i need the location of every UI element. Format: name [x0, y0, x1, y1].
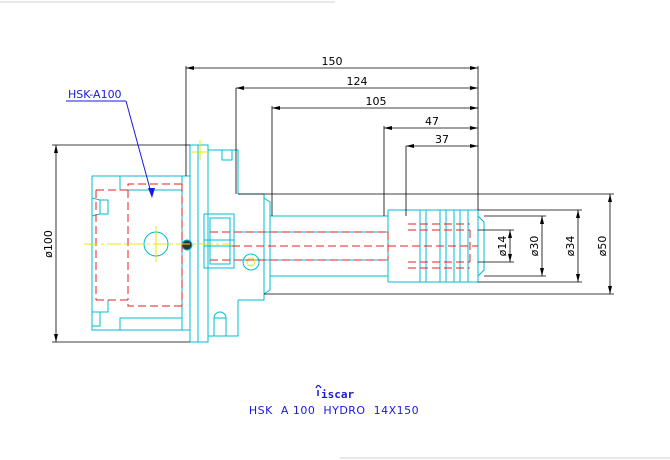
dim-47-label: 47: [425, 115, 439, 128]
logo-wordmark: iscar: [321, 388, 354, 401]
drawing-caption: HSK A 100 HYDRO 14X150: [249, 404, 419, 417]
callout-leader: [125, 100, 153, 197]
dim-105-label: 105: [366, 95, 387, 108]
dimension-arrowheads: [54, 66, 612, 342]
dim-dia-50-label: ø50: [596, 236, 609, 257]
dimension-lines: [52, 66, 614, 343]
dim-dia-100-label: ø100: [42, 230, 55, 258]
dim-37-label: 37: [435, 133, 449, 146]
dim-150-label: 150: [322, 55, 343, 68]
callout-arrowhead: [148, 188, 155, 198]
hsk-taper-outline: [91, 144, 485, 343]
datum-point: [181, 239, 193, 251]
dim-124-label: 124: [347, 75, 368, 88]
hsk-callout-label: HSK-A100: [68, 88, 122, 101]
dim-dia-30-label: ø30: [528, 236, 541, 257]
centerlines: [84, 140, 232, 262]
dim-dia-34-label: ø34: [564, 236, 577, 257]
iscar-logo-icon: iscar: [315, 384, 354, 401]
coolant-port-circle: [242, 253, 260, 271]
coolant-port-inner: [246, 257, 256, 267]
hidden-lines: [95, 183, 478, 307]
dim-dia-14-label: ø14: [496, 236, 509, 257]
